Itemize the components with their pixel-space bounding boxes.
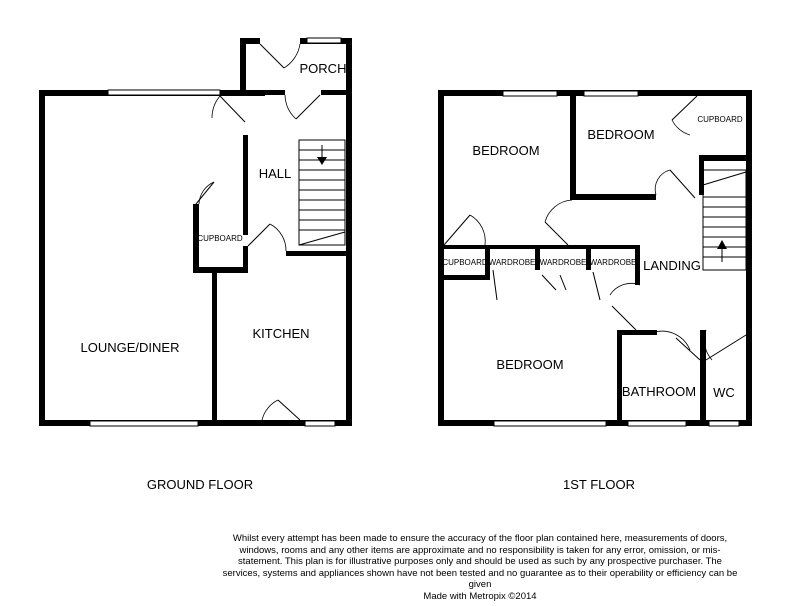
wall xyxy=(265,90,285,95)
wall xyxy=(193,204,199,272)
wall xyxy=(438,90,444,426)
door xyxy=(705,334,747,361)
door-swing xyxy=(283,43,301,69)
room-label-cupboard: CUPBOARD xyxy=(197,234,243,243)
room-label-bedroom: BEDROOM xyxy=(472,143,539,158)
door-swing xyxy=(269,223,287,252)
wall xyxy=(39,92,45,426)
wall xyxy=(286,251,352,256)
window xyxy=(306,37,342,44)
wall xyxy=(243,135,248,235)
room-label-lounge: LOUNGE/DINER xyxy=(81,340,180,355)
window xyxy=(107,89,221,96)
staircase xyxy=(702,169,747,271)
door xyxy=(247,223,271,247)
door xyxy=(195,181,215,205)
door-swing xyxy=(284,94,297,120)
room-label-bedroom: BEDROOM xyxy=(496,357,563,372)
room-label-wardrobe: WARDROBE xyxy=(540,258,587,267)
window xyxy=(583,90,639,97)
door-swing xyxy=(198,181,215,205)
stair-arrow-icon xyxy=(717,240,727,249)
door xyxy=(671,95,698,121)
room-label-cupboard: CUPBOARD xyxy=(697,115,743,124)
wall xyxy=(212,273,217,423)
door-swing xyxy=(544,199,573,223)
door xyxy=(675,337,701,361)
door xyxy=(559,274,567,291)
room-label-cupboard: CUPBOARD xyxy=(442,258,488,267)
door-swing xyxy=(671,119,691,136)
wall xyxy=(243,246,248,273)
wall xyxy=(617,330,657,335)
wall xyxy=(444,275,490,280)
door xyxy=(544,221,569,246)
wall xyxy=(485,245,490,275)
door xyxy=(669,169,696,199)
wall xyxy=(746,90,752,426)
wall xyxy=(699,155,704,195)
room-label-landing: LANDING xyxy=(643,258,701,273)
wall xyxy=(444,245,639,249)
door xyxy=(219,95,246,123)
door xyxy=(611,305,637,331)
stair-arrow-icon xyxy=(317,157,327,165)
door-swing xyxy=(703,329,713,361)
door-swing xyxy=(609,283,641,296)
door-swing xyxy=(654,169,671,196)
room-label-porch: PORCH xyxy=(300,61,347,76)
wall xyxy=(699,155,749,161)
wall xyxy=(240,38,260,44)
door xyxy=(295,94,321,120)
ground-floor-label: GROUND FLOOR xyxy=(147,477,253,492)
credit-text: Made with Metropix ©2014 xyxy=(423,591,537,602)
door xyxy=(492,269,498,301)
disclaimer-text: Whilst every attempt has been made to en… xyxy=(222,533,738,590)
door xyxy=(592,271,601,301)
door xyxy=(277,399,301,421)
wall xyxy=(635,245,640,285)
wall xyxy=(321,90,352,95)
wall xyxy=(700,330,706,423)
first-floor-plan: BEDROOM BEDROOM CUPBOARD CUPBOARD WARDRO… xyxy=(438,90,752,492)
room-label-wardrobe: WARDROBE xyxy=(590,258,637,267)
room-label-kitchen: KITCHEN xyxy=(252,326,309,341)
window xyxy=(493,420,607,427)
room-label-hall: HALL xyxy=(259,166,292,181)
door-swing xyxy=(654,330,691,351)
wall xyxy=(240,38,246,95)
door-swing xyxy=(261,399,279,421)
door xyxy=(541,274,557,291)
window xyxy=(502,90,558,97)
ground-floor-plan: PORCH HALL CUPBOARD LOUNGE/DINER KITCHEN… xyxy=(39,37,352,492)
wall xyxy=(570,194,656,200)
door-swing xyxy=(469,214,486,246)
door-swing xyxy=(211,95,221,119)
room-label-wc: WC xyxy=(713,385,735,400)
window xyxy=(708,420,740,427)
window xyxy=(304,420,336,427)
first-floor-label: 1ST FLOOR xyxy=(563,477,635,492)
wall xyxy=(346,38,352,95)
room-label-wardrobe: WARDROBE xyxy=(489,258,536,267)
window xyxy=(89,420,199,427)
wall xyxy=(193,267,248,273)
staircase xyxy=(298,139,346,246)
wall xyxy=(617,330,622,423)
wall xyxy=(346,90,352,426)
door xyxy=(443,214,471,246)
door xyxy=(259,43,285,69)
wall xyxy=(535,245,540,270)
window xyxy=(627,420,687,427)
wall xyxy=(586,245,591,270)
room-label-bathroom: BATHROOM xyxy=(622,384,696,399)
wall xyxy=(570,92,576,198)
room-label-bedroom: BEDROOM xyxy=(587,127,654,142)
